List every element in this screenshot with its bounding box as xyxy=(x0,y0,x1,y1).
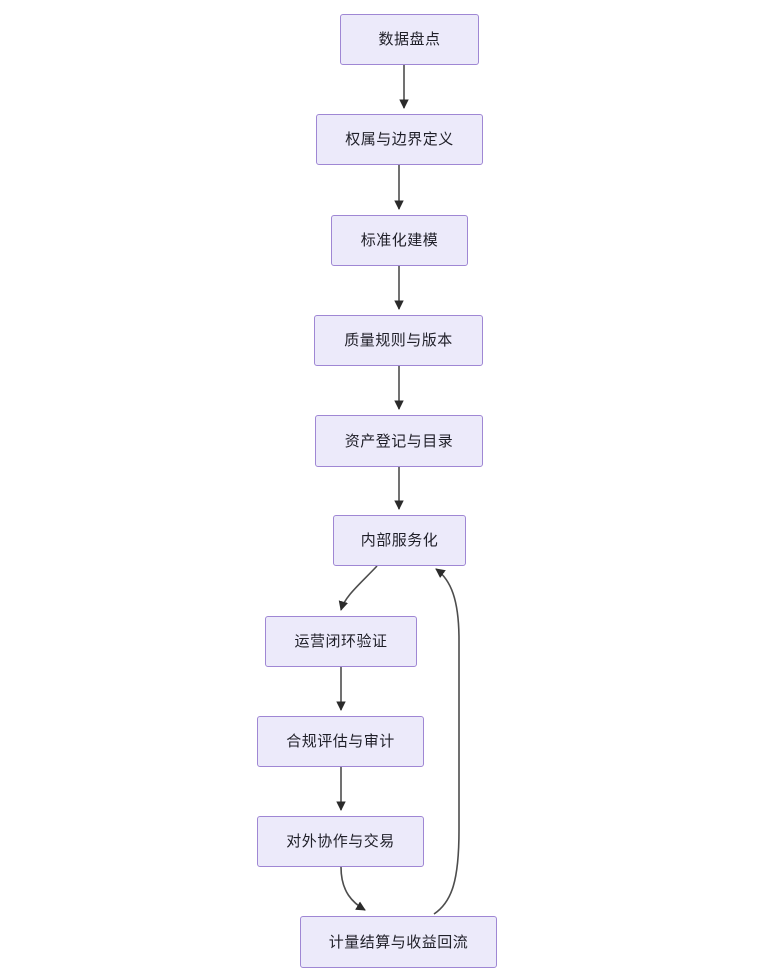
node-label: 质量规则与版本 xyxy=(344,332,453,349)
node-label: 运营闭环验证 xyxy=(294,633,388,650)
node-compliance-assessment-audit[interactable]: 合规评估与审计 xyxy=(257,716,424,767)
node-label: 对外协作与交易 xyxy=(286,833,395,850)
node-internal-servitization[interactable]: 内部服务化 xyxy=(333,515,466,566)
node-data-inventory[interactable]: 数据盘点 xyxy=(340,14,479,65)
node-standard-modeling[interactable]: 标准化建模 xyxy=(331,215,468,266)
node-metering-settlement-revenue-return[interactable]: 计量结算与收益回流 xyxy=(300,916,497,968)
node-label: 合规评估与审计 xyxy=(286,733,395,750)
edge-n10-n6-feedback xyxy=(433,568,460,915)
node-label: 计量结算与收益回流 xyxy=(328,933,469,951)
node-ownership-boundary[interactable]: 权属与边界定义 xyxy=(316,114,483,165)
node-label: 内部服务化 xyxy=(360,532,439,549)
node-quality-rules-versioning[interactable]: 质量规则与版本 xyxy=(314,315,483,366)
node-asset-registry-catalog[interactable]: 资产登记与目录 xyxy=(315,415,483,467)
node-label: 数据盘点 xyxy=(378,31,441,48)
edge-n9-n10 xyxy=(340,866,366,911)
edge-n6-n7 xyxy=(338,565,378,611)
node-label: 标准化建模 xyxy=(360,232,439,249)
node-label: 资产登记与目录 xyxy=(344,432,454,450)
node-operations-loop-validation[interactable]: 运营闭环验证 xyxy=(265,616,417,667)
node-external-collaboration-trading[interactable]: 对外协作与交易 xyxy=(257,816,424,867)
node-label: 权属与边界定义 xyxy=(345,131,454,148)
